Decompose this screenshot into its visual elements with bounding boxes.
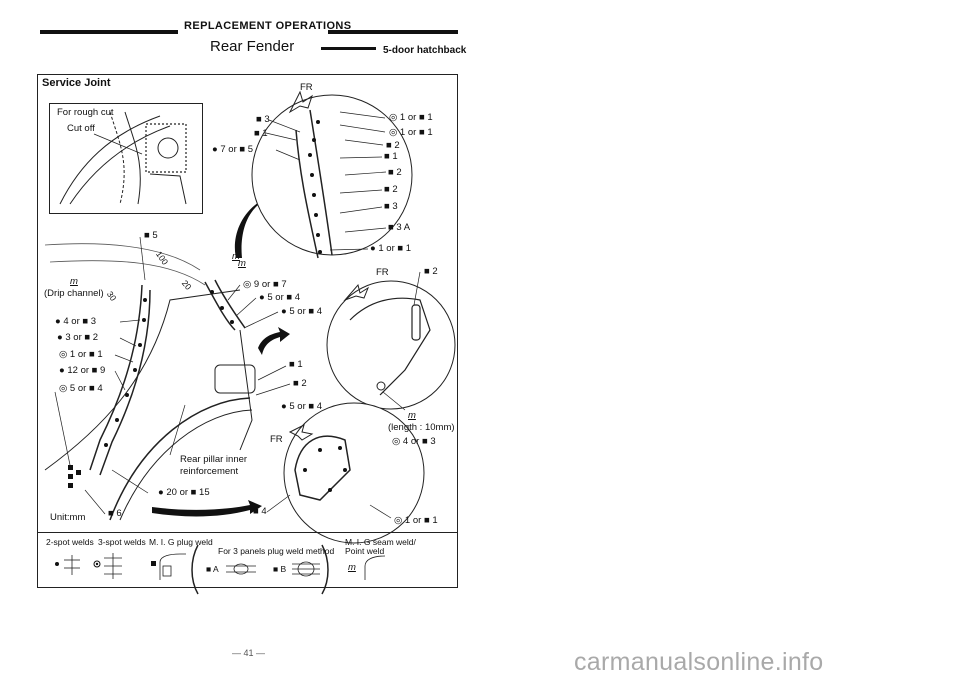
callout-top-left-1: ■ 3 xyxy=(256,114,270,125)
callout-top-right-6: ■ 2 xyxy=(384,184,398,195)
fr-label-bottom: FR xyxy=(270,434,283,445)
callout-left-2: ● 3 or ■ 2 xyxy=(57,332,99,343)
legend-2-spot: 2-spot welds xyxy=(46,537,94,547)
callout-arch-2: ■ 2 xyxy=(293,378,307,389)
callout-five: ■ 5 xyxy=(144,230,158,241)
callout-left-4: ● 12 or ■ 9 xyxy=(59,365,106,376)
rough-cut-inset: For rough cut Cut off xyxy=(49,103,203,214)
fr-label-top: FR xyxy=(300,82,313,93)
variant-label: 5-door hatchback xyxy=(383,45,467,56)
callout-mid-2: ● 5 or ■ 4 xyxy=(259,292,301,303)
legend-seam-symbol: m xyxy=(348,562,356,573)
callout-top-right-5: ■ 2 xyxy=(388,167,402,178)
legend-method-b: ■ B xyxy=(273,564,287,574)
callout-top-left-3: ● 7 or ■ 5 xyxy=(212,144,254,155)
callout-left-5: ◎ 5 or ■ 4 xyxy=(59,383,103,394)
figure-frame xyxy=(37,74,458,588)
legend-divider xyxy=(37,532,458,533)
callout-mid-3: ● 5 or ■ 4 xyxy=(281,306,323,317)
callout-top-right-7: ■ 3 xyxy=(384,201,398,212)
legend-3-spot: 3-spot welds xyxy=(98,537,146,547)
header-rule-left xyxy=(40,30,178,34)
page-number: — 41 — xyxy=(232,648,266,658)
watermark-text: carmanualsonline.info xyxy=(574,648,824,676)
seam-symbol-right: m xyxy=(408,410,416,421)
callout-bottom-1: ● 20 or ■ 15 xyxy=(158,487,210,498)
callout-bottom-circle-left: ■ 4 xyxy=(253,506,267,517)
seam-symbol-b: m xyxy=(238,258,246,269)
legend-seam-weld-1: M. I. G seam weld/ xyxy=(345,537,416,547)
callout-arch-1: ■ 1 xyxy=(289,359,303,370)
callout-top-left-2: ■ 1 xyxy=(254,128,268,139)
fr-label-right: FR xyxy=(376,267,389,278)
legend-plug-weld: M. I. G plug weld xyxy=(149,537,213,547)
callout-right-top: ■ 2 xyxy=(424,266,438,277)
callout-right-weld: ◎ 4 or ■ 3 xyxy=(392,436,436,447)
service-joint-label: Service Joint xyxy=(42,77,111,89)
callout-top-right-2: ◎ 1 or ■ 1 xyxy=(389,127,433,138)
drip-channel-label: (Drip channel) xyxy=(44,288,104,299)
legend-3-panels: For 3 panels plug weld method xyxy=(218,546,335,556)
callout-bottom-2: ■ 6 xyxy=(108,508,122,519)
seam-symbol-a: m xyxy=(232,251,240,262)
unit-label: Unit:mm xyxy=(50,512,86,523)
header-rule-right xyxy=(328,30,458,34)
reinforcement-label-1: Rear pillar inner xyxy=(180,454,248,465)
page-title: Rear Fender xyxy=(210,38,295,55)
callout-left-3: ◎ 1 or ■ 1 xyxy=(59,349,103,360)
length-label: (length : 10mm) xyxy=(388,422,455,433)
legend-method-a: ■ A xyxy=(206,564,219,574)
callout-bottom-circle-bottom: ◎ 1 or ■ 1 xyxy=(394,515,438,526)
legend-seam-weld-2: Point weld xyxy=(345,546,385,556)
callout-bottom-circle-top: ● 5 or ■ 4 xyxy=(281,401,323,412)
callout-mid-1: ◎ 9 or ■ 7 xyxy=(243,279,287,290)
callout-top-right-4: ■ 1 xyxy=(384,151,398,162)
title-rule-right xyxy=(321,47,376,50)
inset-title: For rough cut xyxy=(57,107,114,118)
reinforcement-label-2: reinforcement xyxy=(180,466,239,477)
section-title: REPLACEMENT OPERATIONS xyxy=(184,20,352,32)
inset-drawing xyxy=(59,111,187,205)
callout-top-right-3: ■ 2 xyxy=(386,140,400,151)
callout-left-1: ● 4 or ■ 3 xyxy=(55,316,97,327)
callout-top-right-9: ● 1 or ■ 1 xyxy=(370,243,412,254)
inset-cut-label: Cut off xyxy=(67,123,95,134)
callout-top-right-8: ■ 3 A xyxy=(388,222,411,233)
callout-top-right-1: ◎ 1 or ■ 1 xyxy=(389,112,433,123)
seam-symbol-c: m xyxy=(70,276,78,287)
